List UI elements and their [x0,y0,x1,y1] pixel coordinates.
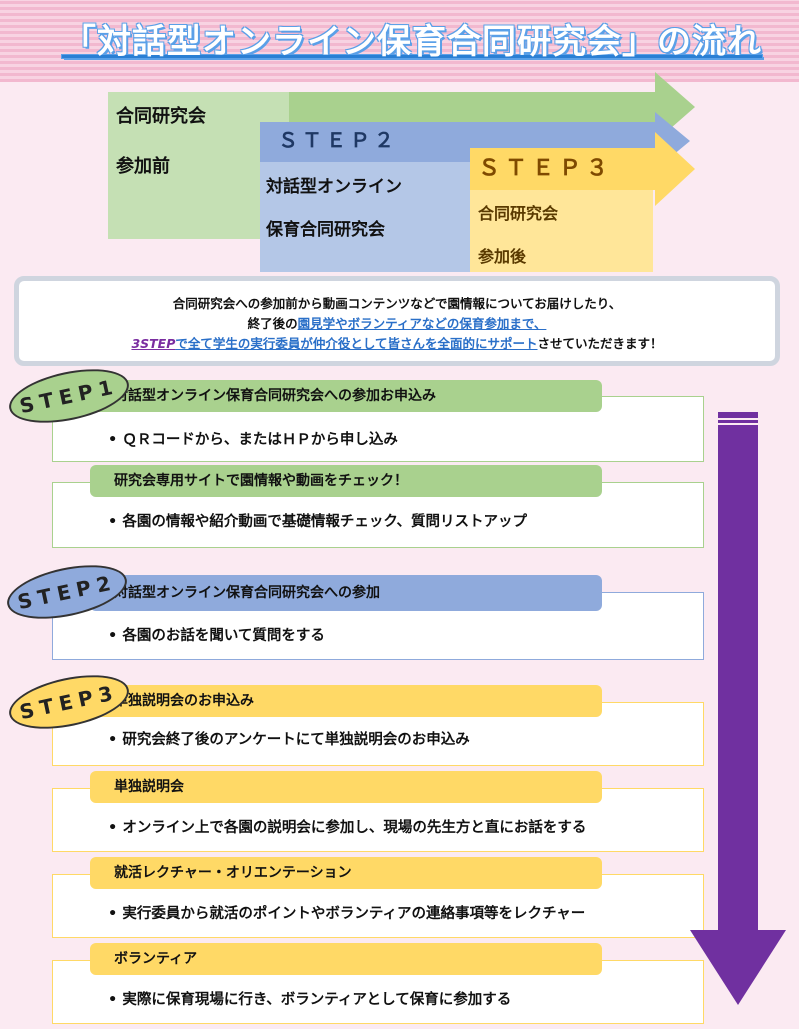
section-header-1: 対話型オンライン保育合同研究会への参加お申込み [90,380,602,412]
page-title: 「対話型オンライン保育合同研究会」の流れ [62,22,762,62]
section-bullet-7: • 実際に保育現場に行き、ボランティアとして保育に参加する [108,992,512,1008]
down-arrow-icon [690,412,786,1005]
step3-title: 合同研究会 [478,204,559,223]
section-header-3: 対話型オンライン保育合同研究会への参加 [90,575,602,611]
step1-box-top [108,92,289,130]
section-bullet-3: • 各園のお話を聞いて質問をする [108,628,325,644]
step3-box [470,190,653,272]
section-bullet-5: • オンライン上で各園の説明会に参加し、現場の先生方と直にお話をする [108,820,587,836]
section-header-6: 就活レクチャー・オリエンテーション [90,857,602,889]
info-line-1: 合同研究会への参加前から動画コンテンツなどで園情報についてお届けしたり、 [172,296,622,311]
info-line-3-italic: 3STEP [131,336,176,351]
info-line-3-suffix: させていただきます！ [537,336,663,351]
step1-arrow [108,72,695,142]
info-line-2: 終了後の園見学やボランティアなどの保育参加まで、 [19,313,775,332]
step1-title: 合同研究会 [116,106,206,127]
section-bullet-2: • 各園の情報や紹介動画で基礎情報チェック、質問リストアップ [108,514,528,530]
step3-arrow [470,132,695,206]
step3-heading: ＳＴＥＰ３ [478,156,614,181]
step3-sub: 参加後 [478,247,527,266]
page-header: 「対話型オンライン保育合同研究会」の流れ [0,0,799,82]
step1-sub: 参加前 [116,156,170,177]
step2-heading: ＳＴＥＰ２ [278,128,398,152]
section-header-2: 研究会専用サイトで園情報や動画をチェック！ [90,465,602,497]
section-bullet-4: • 研究会終了後のアンケートにて単独説明会のお申込み [108,732,470,748]
info-line-2-prefix: 終了後の [247,316,298,331]
info-line-3: 3STEPで全て学生の実行委員が仲介役として皆さんを全面的にサポートさせていただ… [19,333,775,352]
info-line-3-link: で全て学生の実行委員が仲介役として皆さんを全面的にサポート [175,336,538,351]
step2-title: 対話型オンライン [266,177,402,197]
section-header-7: ボランティア [90,943,602,975]
info-box: 合同研究会への参加前から動画コンテンツなどで園情報についてお届けしたり、 終了後… [14,276,780,366]
section-header-5: 単独説明会 [90,771,602,803]
step2-box [260,162,470,272]
section-bullet-6: • 実行委員から就活のポイントやボランティアの連絡事項等をレクチャー [108,906,586,922]
step2-heading-bar [260,122,470,162]
section-header-4: 単独説明会のお申込み [90,685,602,717]
section-bullet-1: • ＱＲコードから、またはＨＰから申し込み [108,432,398,448]
step2-sub: 保育合同研究会 [266,220,385,240]
info-line-2-link: 園見学やボランティアなどの保育参加まで、 [297,316,547,331]
